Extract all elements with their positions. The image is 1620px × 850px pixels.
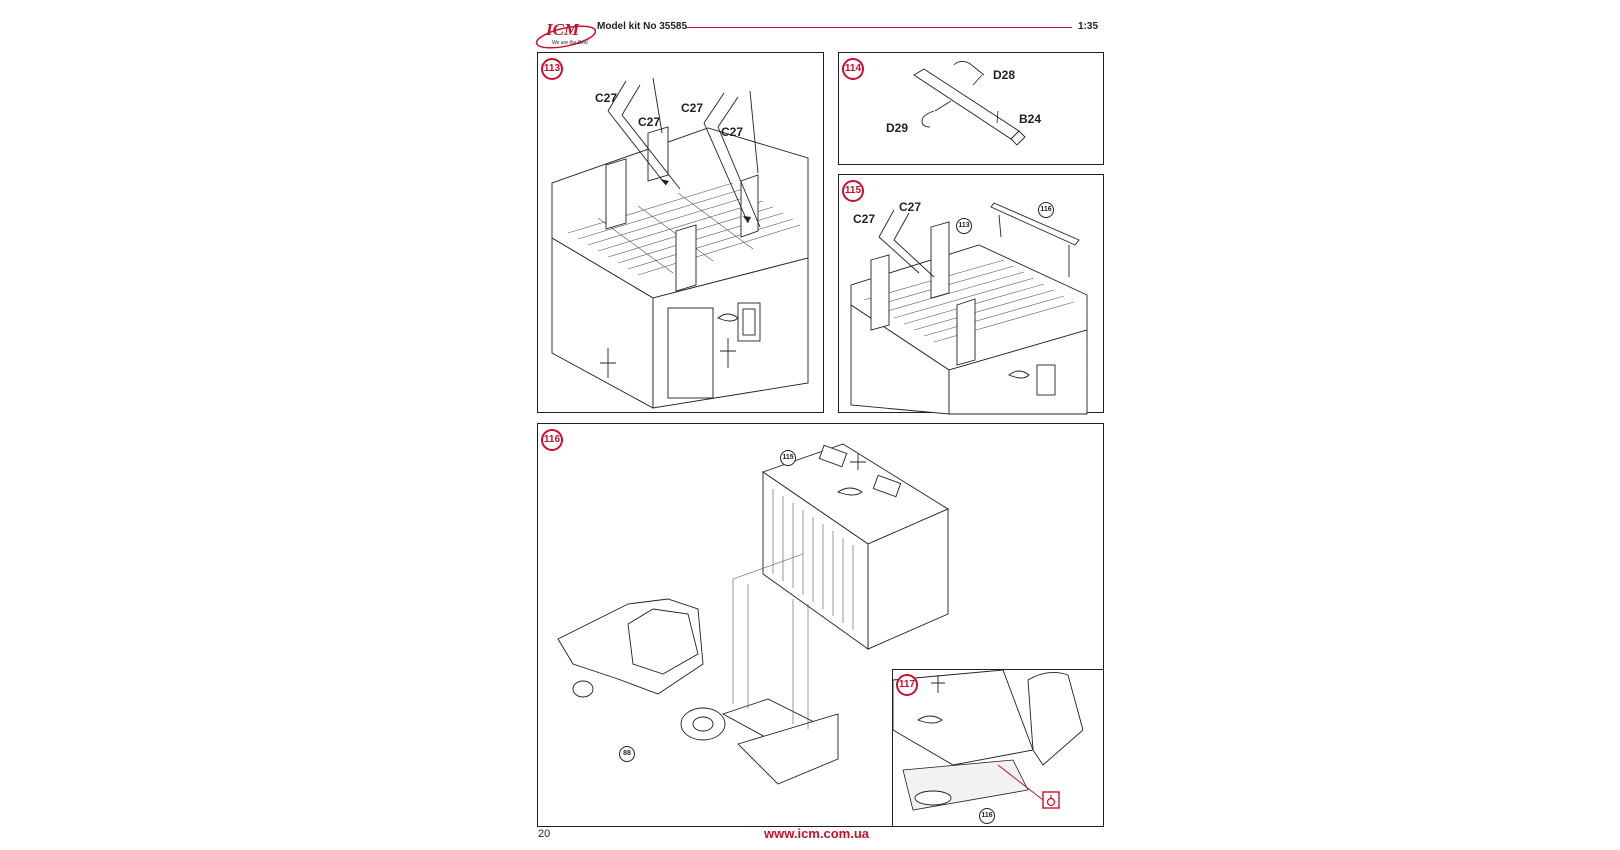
step-113-drawing [551,77,809,409]
part-label-c27: C27 [899,200,922,214]
logo-text: ICM [546,20,580,39]
ref-step-88: 88 [619,746,635,762]
step-115-badge: 115 [842,180,864,202]
part-label-c27: C27 [638,115,661,129]
part-label-c27: C27 [721,125,744,139]
header-rule [686,27,1072,28]
step-114-panel: 114 D28 B24 D29 [838,52,1104,165]
part-label-d29: D29 [886,121,909,135]
step-114-badge: 114 [842,58,864,80]
ref-step-115: 115 [780,450,796,466]
ref-step-113: 113 [956,218,972,234]
logo-tagline: We are the Best [552,40,588,46]
ref-step-116: 116 [979,808,995,824]
step-116-drawing [557,443,949,785]
step-114-drawing [913,60,1026,146]
part-label-b24: B24 [1019,112,1042,126]
step-117-badge: 117 [896,674,918,696]
step-116-panel: 116 115 88 [537,423,1104,827]
step-115-panel: 115 C27 C27 113 116 [838,174,1104,415]
part-label-c27: C27 [853,212,876,226]
step-113-panel: 113 C27 C27 C27 C27 [537,52,824,413]
kit-label: Model kit No 35585 [597,21,688,32]
step-115-drawing [850,202,1088,415]
step-113-badge: 113 [541,58,563,80]
part-label-c27: C27 [595,91,618,105]
step-116-badge: 116 [541,429,563,451]
part-label-d28: D28 [993,68,1016,82]
ref-step-116: 116 [1038,202,1054,218]
step-117-drawing [892,669,1084,811]
page-number: 20 [538,828,551,840]
website-link[interactable]: www.icm.com.ua [764,826,869,841]
scale-label: 1:35 [1078,21,1099,32]
step-117-panel: 117 116 [892,669,1104,827]
part-label-c27: C27 [681,101,704,115]
